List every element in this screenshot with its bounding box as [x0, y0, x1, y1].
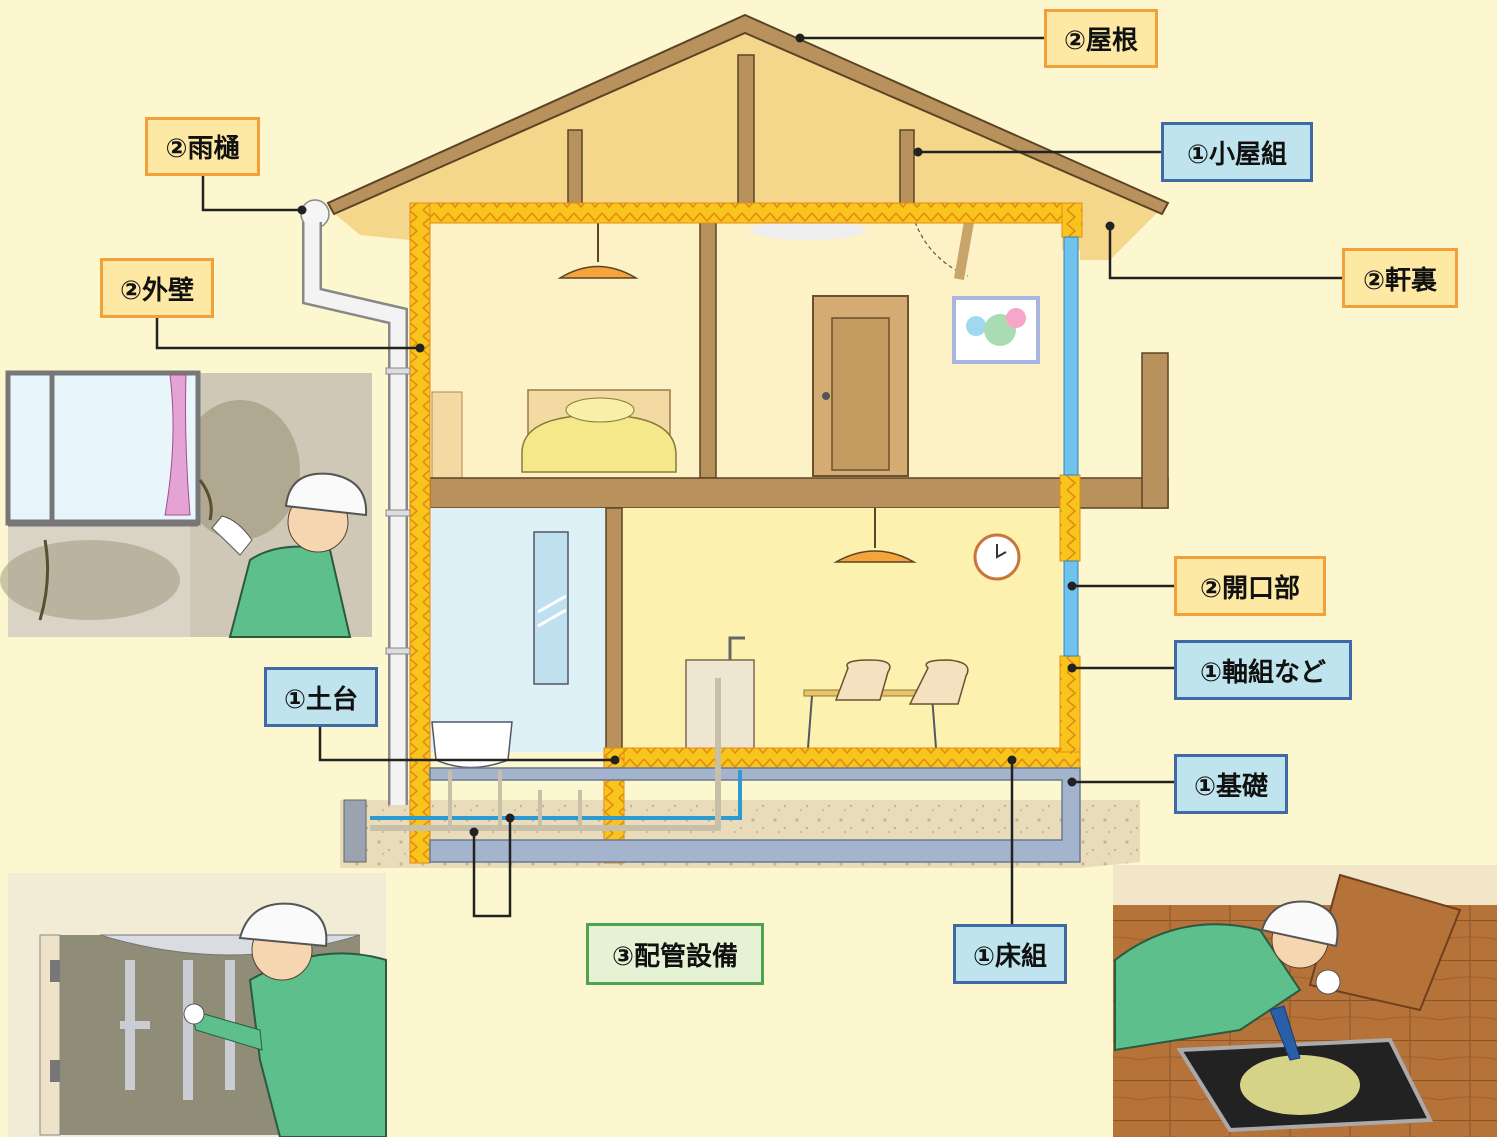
water-pipe — [370, 770, 742, 820]
second-floor-beam — [429, 477, 1169, 509]
worker-body — [1114, 923, 1302, 1052]
leader-gutter — [201, 176, 302, 212]
exterior-wall-right — [1063, 236, 1079, 476]
label-eaves-soffit: ②軒裏 — [1342, 248, 1458, 308]
inset-pipe-inspection — [8, 873, 387, 1137]
leader-exterior-wall — [155, 318, 420, 350]
label-framing: ①軸組など — [1174, 640, 1352, 700]
hardhat-icon — [1260, 900, 1339, 948]
king-post — [737, 54, 755, 206]
hardhat-icon — [284, 472, 368, 517]
foundation — [429, 767, 1081, 863]
label-sill: ①土台 — [264, 667, 378, 727]
leader-piping — [472, 818, 512, 918]
label-roof-truss: ①小屋組 — [1161, 122, 1313, 182]
label-opening: ②開口部 — [1174, 556, 1326, 616]
pendant-lamp-upper — [557, 265, 639, 279]
leader-eaves — [1108, 226, 1343, 280]
eaves-soffit-shade — [1080, 205, 1160, 260]
leader-sill — [318, 727, 615, 762]
insulation-left-wall — [409, 202, 431, 864]
insulation-ceiling — [409, 202, 1083, 224]
label-exterior-wall: ②外壁 — [100, 258, 214, 318]
label-gutter: ②雨樋 — [145, 117, 260, 176]
bed — [521, 414, 677, 473]
label-floor-framing: ①床組 — [953, 924, 1067, 984]
pendant-lamp-lower — [833, 550, 917, 563]
roof-shape — [326, 13, 1170, 216]
bathroom — [430, 508, 606, 752]
dining-chair — [834, 659, 891, 701]
label-piping: ③配管設備 — [586, 923, 764, 985]
hardhat-icon — [238, 902, 328, 948]
inset-wall-inspection — [0, 370, 372, 638]
balcony-rail — [1141, 352, 1169, 509]
bathroom-window — [533, 531, 569, 685]
label-roof: ②屋根 — [1044, 9, 1158, 68]
label-foundation: ①基礎 — [1174, 754, 1288, 814]
inset-floor-inspection — [1113, 865, 1497, 1137]
